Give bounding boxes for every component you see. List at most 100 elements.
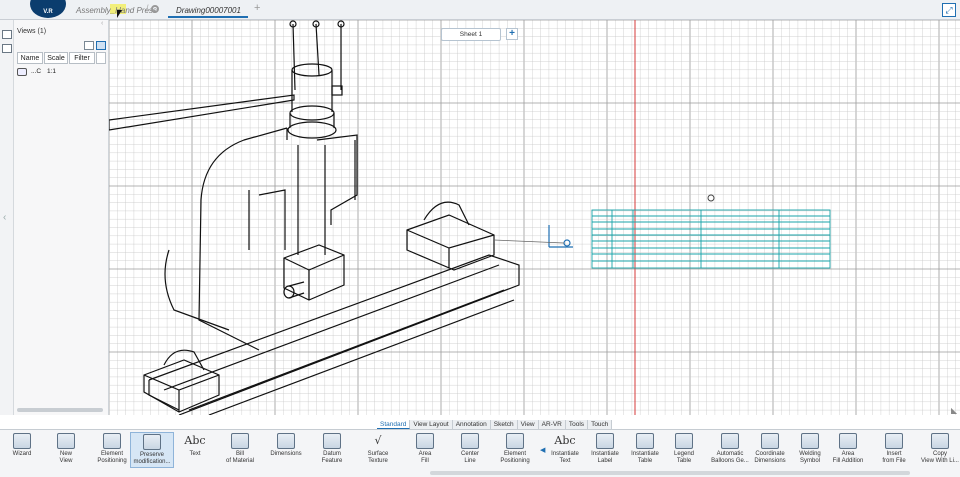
tool-bill-of-material-button[interactable]: Bill of Material bbox=[218, 432, 262, 468]
tool-element-positioning-button[interactable]: Element Positioning bbox=[493, 432, 537, 468]
dimensions-icon bbox=[277, 433, 295, 449]
left-toolbar: ‹ bbox=[0, 20, 14, 415]
tool-instantiate-table-button[interactable]: Instantiate Table bbox=[623, 432, 667, 468]
section-tab-sketch[interactable]: Sketch bbox=[490, 420, 518, 429]
tab-drawing[interactable]: Drawing00007001 bbox=[168, 3, 248, 18]
drawing-view[interactable] bbox=[109, 20, 960, 415]
view-scale[interactable]: 1:1 bbox=[47, 68, 57, 75]
drawing-canvas[interactable]: Sheet 1 + ◣ bbox=[109, 20, 960, 415]
highlight-marker bbox=[110, 4, 126, 14]
legend-table-icon bbox=[675, 433, 693, 449]
panel-title: Views (1) bbox=[17, 28, 47, 35]
area-fill-icon bbox=[416, 433, 434, 449]
column-filter[interactable]: Filter bbox=[69, 52, 95, 64]
list-view-icon[interactable] bbox=[96, 41, 106, 50]
tool-label: Bill of Material bbox=[225, 451, 254, 464]
section-tab-tools[interactable]: Tools bbox=[565, 420, 589, 429]
copy-view-icon bbox=[931, 433, 949, 449]
sheet-tab[interactable]: Sheet 1 bbox=[441, 28, 501, 41]
toolbar-scrollbar[interactable] bbox=[430, 471, 910, 475]
views-panel: Views (1) ‹ Name Scale Filter ...C 1:1 bbox=[14, 20, 109, 415]
section-tab-view[interactable]: View bbox=[517, 420, 539, 429]
instantiate-table-icon bbox=[636, 433, 654, 449]
tree-panel-icon[interactable] bbox=[2, 44, 12, 53]
instantiate-text-icon: Abc bbox=[554, 434, 576, 447]
column-scale[interactable]: Scale bbox=[44, 52, 68, 64]
views-panel-icon[interactable] bbox=[2, 30, 12, 39]
tool-wizard-button[interactable]: Wizard bbox=[0, 432, 44, 468]
tool-datum-feature-button[interactable]: Datum Feature bbox=[310, 432, 354, 468]
column-name[interactable]: Name bbox=[17, 52, 43, 64]
tool-label: Welding Symbol bbox=[799, 451, 821, 464]
tool-label: Insert from File bbox=[882, 451, 906, 464]
parts-table bbox=[591, 209, 831, 269]
drawing-grid bbox=[109, 20, 960, 415]
tool-area-fill-addition-button[interactable]: Area Fill Addition bbox=[826, 432, 870, 468]
column-extra[interactable] bbox=[96, 52, 106, 64]
insert-from-file-icon bbox=[885, 433, 903, 449]
tool-dimensions-button[interactable]: Dimensions bbox=[264, 432, 308, 468]
section-tab-ar-vr[interactable]: AR-VR bbox=[538, 420, 566, 429]
tool-center-line-button[interactable]: Center Line bbox=[448, 432, 492, 468]
element-positioning-icon bbox=[103, 433, 121, 449]
datum-feature-icon bbox=[323, 433, 341, 449]
panel-scrollbar[interactable] bbox=[17, 408, 103, 412]
add-sheet-button[interactable]: + bbox=[506, 28, 518, 40]
corner-icon[interactable]: ◣ bbox=[951, 406, 958, 415]
tool-label: Dimensions bbox=[270, 451, 302, 457]
tool-label: Instantiate Label bbox=[591, 451, 619, 464]
chevron-left-icon[interactable]: ◀ bbox=[540, 447, 546, 454]
tool-legend-table-button[interactable]: Legend Table bbox=[662, 432, 706, 468]
tool-welding-symbol-button[interactable]: Welding Symbol bbox=[788, 432, 832, 468]
tool-surface-texture-button[interactable]: √Surface Texture bbox=[356, 432, 400, 468]
expand-icon[interactable]: ⤢ bbox=[942, 3, 956, 17]
tool-automatic-balloons-button[interactable]: Automatic Balloons Ge... bbox=[708, 432, 752, 468]
grid-view-icon[interactable] bbox=[84, 41, 94, 50]
section-tab-touch[interactable]: Touch bbox=[588, 420, 613, 429]
section-tab-view-layout[interactable]: View Layout bbox=[410, 420, 453, 429]
tool-label: Area Fill bbox=[418, 451, 432, 464]
app-logo[interactable]: V.R bbox=[30, 0, 66, 18]
coordinate-dimensions-icon bbox=[761, 433, 779, 449]
tool-label: Copy View With Li... bbox=[921, 451, 959, 464]
preserve-modification-icon bbox=[143, 434, 161, 450]
view-name[interactable]: ...C bbox=[31, 68, 42, 75]
text-icon: Abc bbox=[184, 434, 206, 447]
welding-symbol-icon bbox=[801, 433, 819, 449]
mouse-cursor-icon bbox=[117, 10, 122, 18]
tool-label: Preserve modification... bbox=[133, 452, 171, 465]
section-tab-annotation[interactable]: Annotation bbox=[452, 420, 491, 429]
tool-label: Element Positioning bbox=[500, 451, 530, 464]
tool-new-view-button[interactable]: New View bbox=[44, 432, 88, 468]
tab-assembly[interactable]: Assembly_Hand Press bbox=[76, 6, 157, 15]
tool-coordinate-dimensions-button[interactable]: Coordinate Dimensions bbox=[748, 432, 792, 468]
add-tab-button[interactable]: + bbox=[254, 2, 261, 14]
tool-instantiate-label-button[interactable]: Instantiate Label bbox=[583, 432, 627, 468]
tool-label: Surface Texture bbox=[367, 451, 389, 464]
tool-label: Center Line bbox=[460, 451, 479, 464]
chevron-left-icon[interactable]: ‹ bbox=[3, 212, 7, 223]
collapse-panel-icon[interactable]: ‹ bbox=[101, 20, 104, 27]
tool-label: Datum Feature bbox=[321, 451, 343, 464]
tool-label: Text bbox=[189, 451, 201, 457]
center-line-icon bbox=[461, 433, 479, 449]
tool-label: New View bbox=[59, 451, 73, 464]
gear-icon[interactable] bbox=[151, 5, 159, 13]
tool-copy-view-button[interactable]: Copy View With Li... bbox=[918, 432, 960, 468]
section-tab-standard[interactable]: Standard bbox=[377, 420, 411, 429]
new-view-icon bbox=[57, 433, 75, 449]
tool-label: Coordinate Dimensions bbox=[754, 451, 786, 464]
origin-marker bbox=[707, 194, 715, 202]
axis-gizmo bbox=[493, 225, 573, 248]
tool-label: Legend Table bbox=[673, 451, 695, 464]
tool-insert-from-file-button[interactable]: Insert from File bbox=[872, 432, 916, 468]
tool-preserve-modification-button[interactable]: Preserve modification... bbox=[130, 432, 174, 468]
tool-element-positioning-button[interactable]: Element Positioning bbox=[90, 432, 134, 468]
tool-area-fill-button[interactable]: Area Fill bbox=[403, 432, 447, 468]
bill-of-material-icon bbox=[231, 433, 249, 449]
instantiate-label-icon bbox=[596, 433, 614, 449]
